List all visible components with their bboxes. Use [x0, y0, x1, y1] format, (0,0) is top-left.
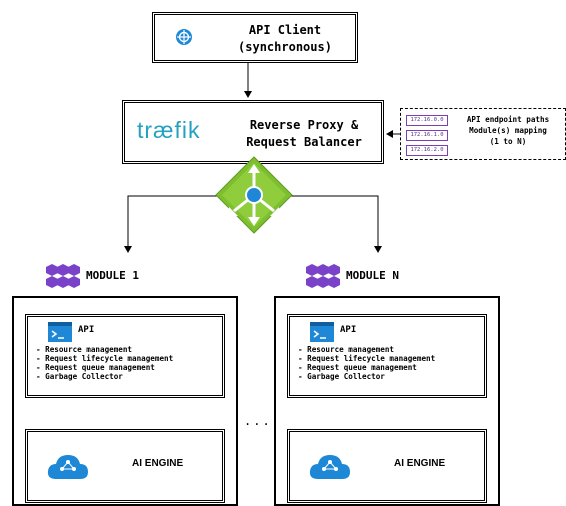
ai-cloud-icon	[309, 455, 350, 479]
module-1-engine-label: AI ENGINE	[132, 458, 184, 469]
module-1-api-box: API - Resource management - Request life…	[25, 314, 225, 398]
proxy-title-line2: Request Balancer	[246, 135, 362, 149]
api-item: - Request lifecycle management	[36, 354, 174, 363]
legend-line3: (1 to N)	[489, 137, 527, 146]
legend-line2: Module(s) mapping	[469, 126, 547, 135]
client-title: API Client	[248, 23, 322, 37]
endpoint-mapping-legend: 172.16.0.0 172.16.1.0 172.16.2.0 API end…	[400, 108, 566, 160]
branch-to-module-n	[290, 195, 382, 253]
ip-badge-0: 172.16.0.0	[406, 115, 448, 126]
ip-badge-1: 172.16.1.0	[406, 130, 448, 141]
module-n-title: MODULE N	[346, 269, 399, 282]
api-client-box: API Client (synchronous)	[152, 12, 358, 63]
ai-cloud-icon	[47, 455, 88, 479]
reverse-proxy-box: træfik Reverse Proxy & Request Balancer	[122, 100, 384, 164]
proxy-title-line1: Reverse Proxy &	[249, 118, 359, 132]
branch-to-module-1	[124, 195, 220, 253]
module-n-api-title: API	[340, 325, 357, 335]
ellipsis: ...	[244, 414, 272, 428]
api-item: - Garbage Collector	[298, 372, 385, 381]
kubernetes-cluster-icon	[46, 264, 80, 288]
module-1-container: API - Resource management - Request life…	[12, 296, 238, 506]
module-1-api-title: API	[78, 325, 95, 335]
module-n-engine-label: AI ENGINE	[394, 458, 446, 469]
api-item: - Garbage Collector	[36, 372, 123, 381]
api-item: - Request lifecycle management	[298, 354, 436, 363]
azure-cloud-icon	[176, 29, 192, 45]
api-item: - Resource management	[36, 345, 133, 354]
kubernetes-cluster-icon	[306, 264, 340, 288]
ip-badge-2: 172.16.2.0	[406, 145, 448, 156]
traefik-logo: træfik	[137, 117, 201, 143]
module-1-title: MODULE 1	[86, 269, 139, 282]
api-item: - Request queue management	[36, 363, 155, 372]
api-item: - Request queue management	[298, 363, 417, 372]
terminal-icon	[48, 322, 72, 342]
module-1-ai-engine-box: AI ENGINE	[25, 429, 225, 503]
module-n-ai-engine-box: AI ENGINE	[287, 429, 487, 503]
load-balancer-icon	[215, 156, 293, 234]
terminal-icon	[310, 322, 334, 342]
module-n-api-box: API - Resource management - Request life…	[287, 314, 487, 398]
api-item: - Resource management	[298, 345, 395, 354]
module-n-container: API - Resource management - Request life…	[274, 296, 500, 506]
client-subtitle: (synchronous)	[238, 40, 332, 54]
legend-line1: API endpoint paths	[466, 115, 550, 124]
